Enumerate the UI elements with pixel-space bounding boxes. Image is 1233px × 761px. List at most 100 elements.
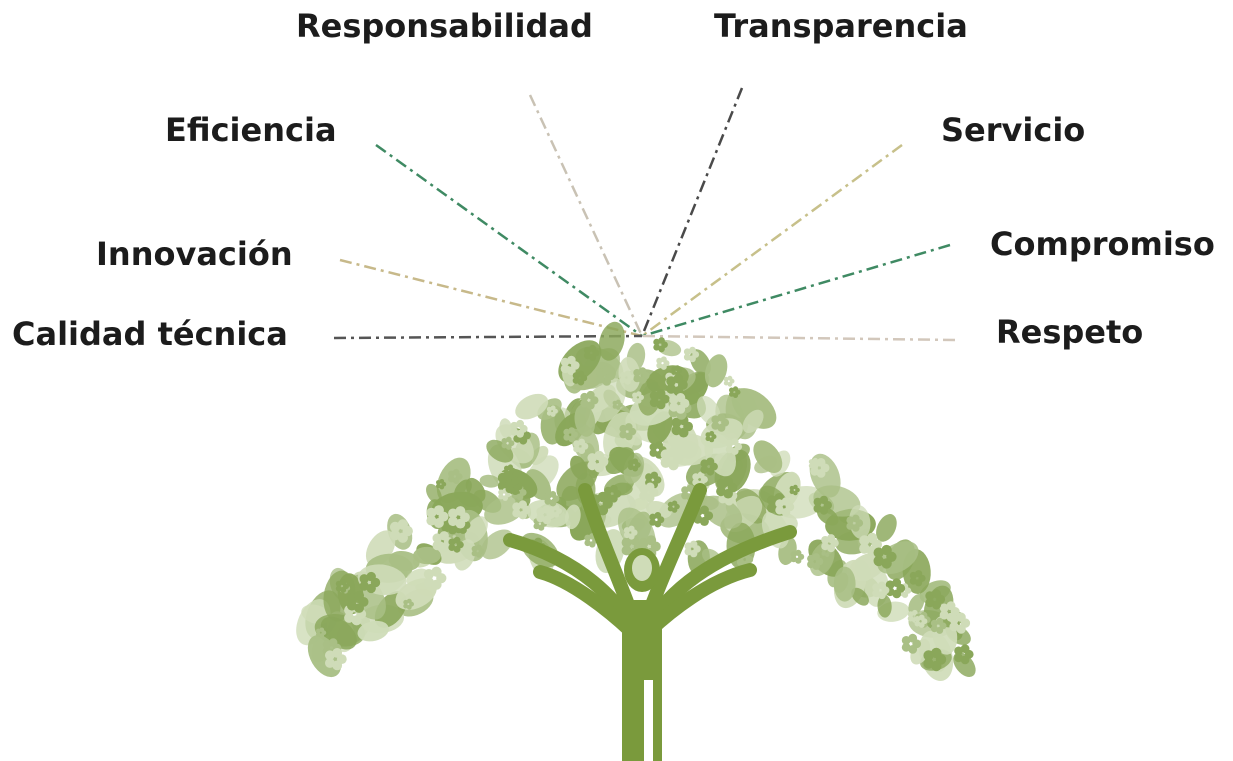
flower-petal (511, 487, 520, 495)
flower-petal (827, 534, 836, 543)
flower-petal (439, 484, 445, 490)
flower-petal (638, 367, 647, 375)
flower-petal (325, 658, 335, 668)
flower-petal (656, 362, 663, 369)
flower-petal (717, 413, 726, 422)
flower-petal (666, 383, 676, 394)
flower-petal (918, 614, 925, 621)
leaf (598, 321, 625, 361)
flower-petal (960, 644, 970, 654)
flower-petal (505, 444, 512, 450)
flower-petal (675, 371, 680, 377)
flower-petal (936, 617, 944, 625)
flower-petal (649, 519, 657, 526)
flower-petal (808, 463, 815, 469)
flower-petal (436, 480, 441, 485)
flower-petal (510, 428, 519, 436)
flower-petal (732, 386, 739, 392)
flower-petal (455, 506, 466, 516)
flower-petal (793, 484, 798, 490)
flower-petal (560, 364, 570, 374)
label-innovacion: Innovación (96, 235, 293, 273)
flower-petal (821, 551, 826, 556)
flower-petal (476, 544, 482, 551)
flower-petal (619, 430, 627, 439)
label-compromiso: Compromiso (990, 225, 1215, 263)
flower-petal (908, 633, 918, 643)
flower-petal (502, 495, 509, 501)
flower-petal (671, 425, 682, 436)
flower-petal (426, 515, 437, 526)
flower-petal (583, 352, 591, 360)
label-calidad-tecnica: Calidad técnica (12, 315, 288, 353)
leaf (426, 483, 442, 504)
flower-petal (705, 436, 711, 442)
flower-petal (589, 344, 597, 352)
flower-petal (439, 479, 445, 484)
flower-petal (732, 392, 739, 398)
flower-petal (516, 419, 524, 428)
flower-petal (578, 447, 586, 454)
flower-petal (767, 503, 777, 513)
flower-petal (789, 485, 795, 491)
flower-petal (619, 372, 627, 379)
leaf (464, 516, 488, 544)
flower-petal (389, 530, 401, 541)
flower-petal (586, 390, 595, 400)
flower-petal (660, 356, 667, 363)
leaf (574, 404, 596, 437)
leaf (499, 418, 513, 439)
flower-petal (852, 514, 860, 523)
flower-petal (501, 438, 508, 444)
flower-petal (956, 612, 966, 622)
flower-petal (507, 464, 513, 470)
leaf (406, 568, 429, 586)
flower-petal (471, 545, 478, 552)
leaf (605, 447, 635, 475)
flower-petal (846, 522, 854, 530)
flower-petal (907, 615, 914, 622)
flower-petal (471, 550, 478, 557)
flower-petal (690, 540, 698, 548)
flower-petal (580, 392, 589, 402)
flower-petal (553, 511, 560, 518)
flower-petal (563, 428, 570, 436)
flower-petal (676, 393, 686, 403)
leaf (754, 455, 777, 474)
leaf (833, 566, 856, 602)
flower-petal (512, 502, 521, 511)
flower-petal (510, 421, 519, 430)
flower-petal (813, 504, 822, 513)
flower-petal (936, 626, 944, 634)
leaf (851, 587, 869, 606)
flower-petal (632, 458, 639, 465)
flower-petal (354, 590, 364, 601)
flower-petal (781, 497, 791, 506)
flower-petal (504, 469, 510, 475)
ray-responsabilidad (528, 94, 644, 337)
leaf (564, 504, 581, 530)
flower-petal (546, 410, 552, 416)
flower-petal (406, 598, 412, 604)
flower-petal (821, 542, 830, 551)
flower-petal (909, 577, 917, 585)
flower-petal (667, 506, 674, 512)
flower-petal (709, 431, 715, 436)
flower-petal (580, 399, 589, 408)
flower-petal (453, 536, 461, 544)
flower-petal (549, 491, 557, 498)
flower-petal (819, 495, 829, 505)
flower-petal (628, 525, 635, 532)
flower-petal (584, 539, 591, 547)
flower-petal (436, 483, 441, 489)
flower-petal (448, 475, 455, 483)
flower-petal (636, 391, 642, 397)
flower-petal (789, 489, 795, 495)
flower-petal (729, 387, 735, 393)
flower-petal (423, 577, 434, 588)
flower-petal (650, 471, 658, 479)
flower-petal (624, 378, 631, 385)
flower-petal (775, 505, 784, 515)
trunk (622, 600, 662, 761)
flower-petal (711, 421, 720, 430)
